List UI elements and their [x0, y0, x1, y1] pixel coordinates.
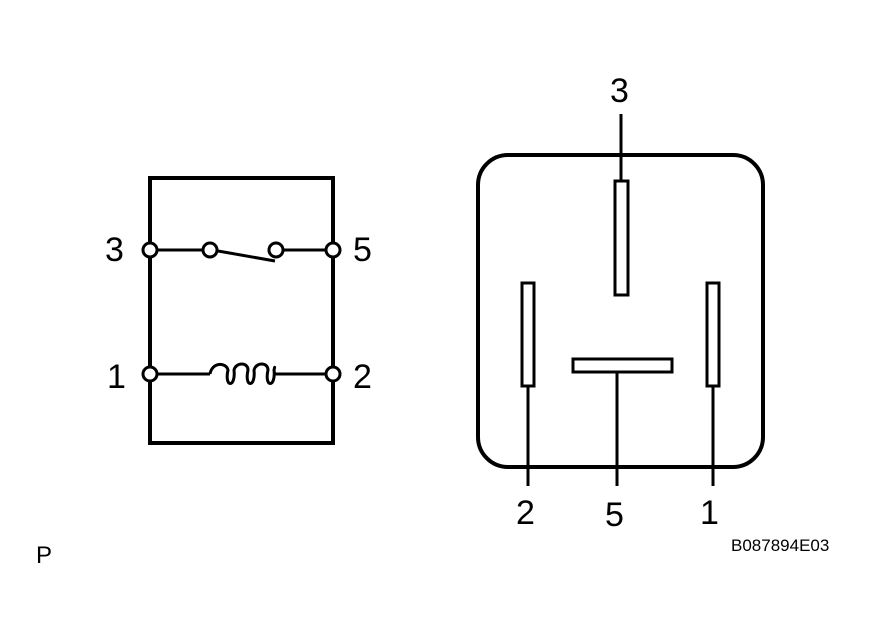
switch-arm: [217, 249, 276, 263]
terminal-label-2: 2: [353, 358, 372, 396]
pin-3: [613, 179, 630, 297]
terminal-label-1: 1: [107, 358, 126, 396]
switch-contact-node: [267, 241, 285, 259]
schematic-frame: [148, 176, 335, 445]
pin-label-1: 1: [700, 494, 719, 532]
terminal-1-node: [141, 365, 159, 383]
terminal-label-5: 5: [353, 231, 372, 269]
terminal-5-node: [324, 241, 342, 259]
switch-contact-node: [201, 241, 219, 259]
terminal-3-node: [141, 241, 159, 259]
terminal-label-3: 3: [105, 231, 124, 269]
coil-icon: [208, 362, 277, 385]
pin-1: [705, 281, 721, 388]
relay-schematic: [141, 176, 342, 445]
pin-label-2: 2: [516, 494, 535, 532]
figure-code: B087894E03: [731, 536, 830, 555]
pin-2: [520, 281, 536, 388]
pin-5: [571, 357, 674, 374]
corner-letter: P: [36, 542, 53, 569]
relay-connector: [476, 114, 765, 486]
pin-label-5: 5: [605, 496, 624, 534]
pin-label-3: 3: [610, 72, 629, 110]
terminal-2-node: [324, 365, 342, 383]
